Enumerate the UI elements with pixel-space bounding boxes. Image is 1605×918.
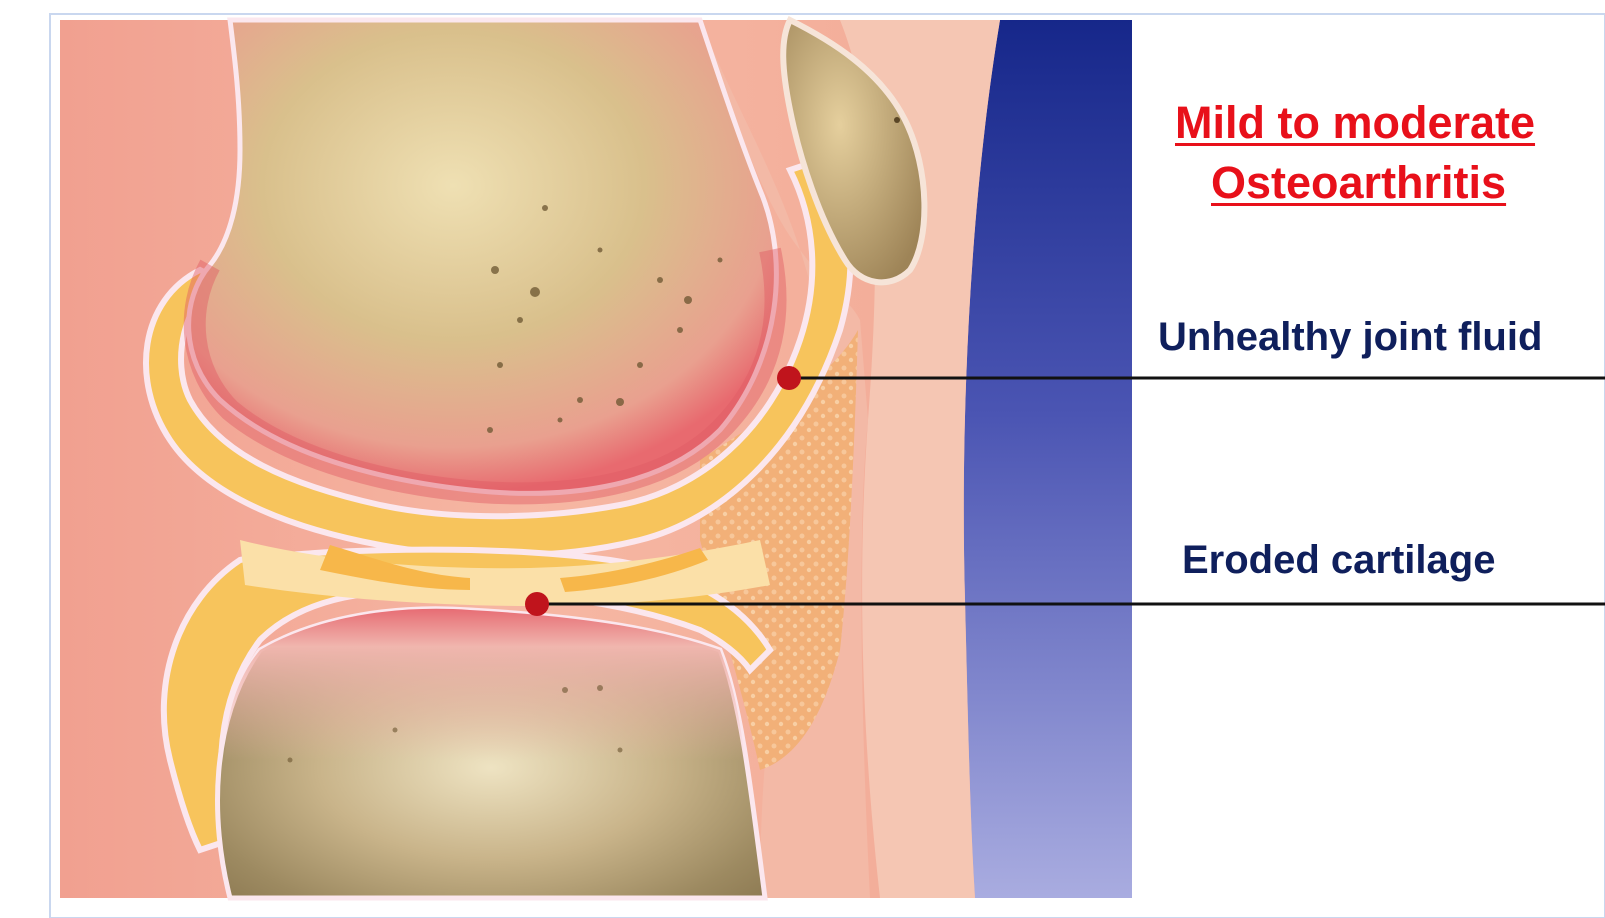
figure-title-line-1: Mild to moderate	[1175, 100, 1535, 145]
marker-dot-joint-fluid	[777, 366, 801, 390]
callout-label-cartilage: Eroded cartilage	[1182, 540, 1495, 580]
figure-title-line-2: Osteoarthritis	[1211, 160, 1506, 205]
callout-label-joint-fluid: Unhealthy joint fluid	[1158, 317, 1542, 357]
marker-dot-cartilage	[525, 592, 549, 616]
